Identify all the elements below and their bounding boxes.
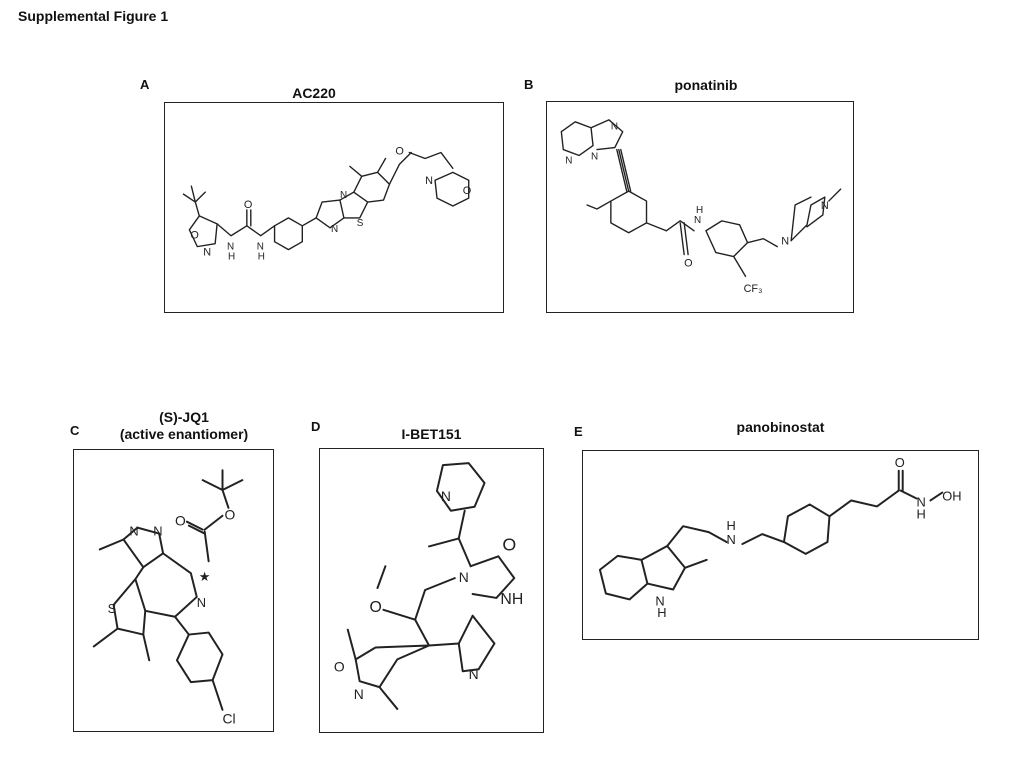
svg-text:Cl: Cl — [223, 711, 236, 727]
svg-text:N: N — [459, 569, 469, 585]
panel-b-letter: B — [524, 77, 534, 92]
panel-c-name-line1: (S)-JQ1 — [159, 409, 209, 425]
svg-text:N: N — [441, 488, 451, 504]
panel-b-structure-box: N N N O N H CF₃ N N — [546, 101, 854, 313]
svg-text:O: O — [502, 534, 516, 554]
svg-text:N: N — [469, 666, 479, 682]
svg-text:O: O — [370, 599, 382, 616]
svg-text:N: N — [340, 190, 347, 201]
svg-text:★: ★ — [199, 569, 211, 584]
svg-text:O: O — [684, 257, 692, 269]
panel-c-name-line2: (active enantiomer) — [119, 426, 249, 442]
svg-text:N: N — [821, 200, 829, 212]
svg-text:N: N — [331, 224, 338, 235]
svg-text:N: N — [591, 151, 598, 162]
svg-text:O: O — [895, 455, 905, 470]
svg-text:N: N — [655, 593, 664, 608]
panel-c-name: (S)-JQ1 (active enantiomer) — [84, 409, 284, 443]
svg-text:S: S — [108, 601, 117, 616]
svg-text:H: H — [917, 506, 926, 521]
svg-text:O: O — [175, 513, 186, 529]
svg-text:O: O — [334, 658, 345, 674]
svg-text:NH: NH — [500, 591, 523, 608]
svg-text:H: H — [696, 205, 703, 216]
svg-text:N: N — [257, 242, 264, 253]
panel-d-structure-box: N O NH N N O O N — [319, 448, 544, 733]
panel-e-letter: E — [574, 424, 583, 439]
panel-a-letter: A — [140, 77, 150, 92]
svg-text:N: N — [565, 155, 572, 166]
svg-text:CF₃: CF₃ — [744, 283, 763, 295]
ibet151-structure: N O NH N N O O N — [334, 462, 523, 710]
page-title: Supplemental Figure 1 — [18, 8, 169, 24]
svg-text:N: N — [129, 524, 138, 539]
svg-text:S: S — [357, 218, 364, 229]
svg-text:OH: OH — [942, 488, 961, 503]
svg-text:O: O — [395, 146, 403, 158]
svg-text:O: O — [463, 185, 471, 197]
panel-c-letter: C — [70, 423, 80, 438]
svg-text:N: N — [425, 175, 433, 187]
ac220-structure: O N O NH NH N N S O N O — [182, 146, 471, 263]
panel-e-name: panobinostat — [736, 419, 825, 435]
svg-text:H: H — [258, 252, 265, 263]
svg-text:O: O — [190, 230, 198, 242]
panel-c-structure-box: O O N N N ★ S Cl — [73, 449, 274, 732]
ponatinib-structure: N N N O N H CF₃ N N — [560, 119, 842, 295]
panobinostat-structure: N H N H O N H OH — [598, 455, 962, 620]
svg-text:H: H — [727, 518, 736, 533]
svg-text:N: N — [917, 494, 926, 509]
svg-text:H: H — [657, 605, 666, 620]
jq1-structure: O O N N N ★ S Cl — [92, 469, 244, 727]
panel-d-name: I-BET151 — [401, 426, 462, 442]
panel-d-letter: D — [311, 419, 321, 434]
svg-text:O: O — [244, 199, 252, 211]
svg-text:O: O — [224, 507, 235, 523]
svg-text:N: N — [611, 122, 618, 133]
svg-text:N: N — [153, 524, 162, 539]
svg-text:N: N — [727, 532, 736, 547]
svg-text:N: N — [781, 236, 789, 248]
svg-text:N: N — [197, 595, 206, 610]
svg-text:H: H — [228, 252, 235, 263]
panel-a-name: AC220 — [292, 85, 336, 101]
panel-e-structure-box: N H N H O N H OH — [582, 450, 979, 640]
svg-text:N: N — [227, 242, 234, 253]
panel-b-name: ponatinib — [674, 77, 738, 93]
svg-text:N: N — [694, 215, 701, 226]
svg-text:N: N — [354, 686, 364, 702]
svg-text:N: N — [203, 247, 211, 259]
